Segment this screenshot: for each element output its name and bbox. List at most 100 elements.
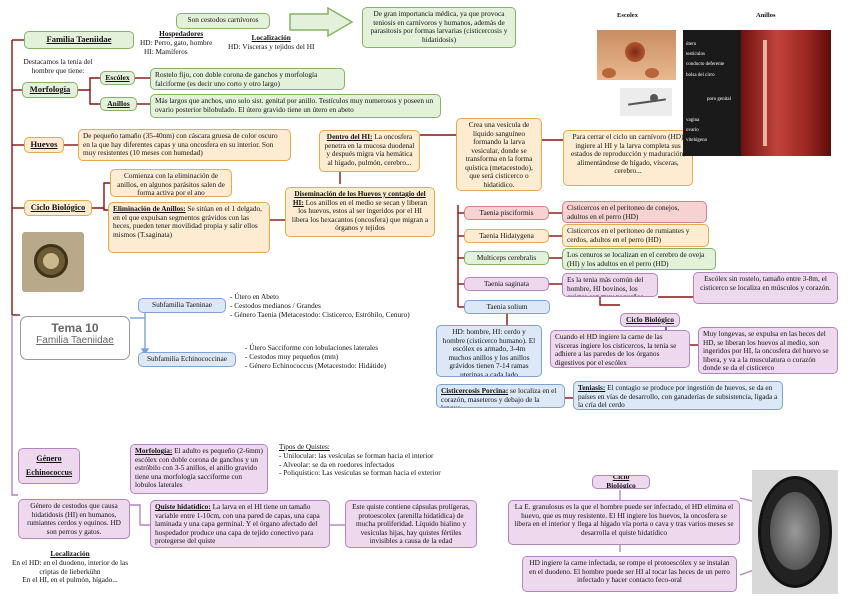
species-name-1: Taenia Hidatygena <box>464 229 549 243</box>
quiste-title: Quiste hidatídico: <box>155 502 211 511</box>
localizacion-block: Localización HD: Vísceras y tejidos del … <box>228 33 315 52</box>
echino-localizacion: Localización En el HD: en el duodeno, in… <box>6 549 134 585</box>
tema-box: Tema 10 Familia Taeniidae <box>20 316 130 360</box>
eliminacion-text: Se sitúan en el 1 delgado, en el que exp… <box>113 204 262 239</box>
solium-ciclo-label: Ciclo Biológico <box>620 313 680 327</box>
echino-loc-1: En el HD: en el duodeno, interior de las… <box>11 557 129 576</box>
echino-list: - Útero Sacciforme con lobulaciones late… <box>245 343 387 370</box>
subfam-taeninae: Subfamilia Taeninae <box>138 298 226 313</box>
species-name-3: Taenia saginata <box>464 277 549 291</box>
quiste-hidatidico: Quiste hidatídico: La larva en el HI tie… <box>150 500 330 548</box>
diseminacion-text: Los anillos en el medio se secan y liber… <box>291 197 429 233</box>
anillos-text: Más largos que anchos, uno solo sist. ge… <box>150 94 441 118</box>
anillo-part-7: vitelógeno <box>686 138 708 143</box>
scolex-head-icon <box>625 42 645 62</box>
family-title: Familia Taeniidae <box>46 34 112 45</box>
eliminacion-box: Eliminación de Anillos: Se sitúan en el … <box>108 202 270 253</box>
huevos-text: De pequeño tamaño (35-40nm) con cáscara … <box>78 129 291 161</box>
anillo-part-4: poro genital <box>707 97 732 102</box>
solium-ingiere: Cuando el HD ingiere la carne de las vís… <box>550 330 690 368</box>
ciclo-start: Comienza con la eliminación de anillos, … <box>110 169 232 197</box>
hydatid-cyst-image <box>752 470 838 594</box>
echino-item-2: - Género Echinococcus (Metacestodo: Hidá… <box>245 360 387 370</box>
genero-desc: Género de cestodos que causa hidatidosis… <box>18 499 130 539</box>
tema-family: Familia Taeniidae <box>36 335 114 346</box>
species-desc-2: Los cenuros se localizan en el cerebro d… <box>562 248 716 270</box>
echino-item-1: - Cestodos muy pequeños (mm) <box>245 351 339 361</box>
morfologia-intro: Destacamos la tenia del hombre que tiene… <box>23 57 93 75</box>
echino-loc-2: En el HI, en el pulmón, hígado... <box>22 575 118 585</box>
cerrar-ciclo-box: Para cerrar el ciclo un carnívoro (HD) i… <box>563 130 693 186</box>
strobila-icon <box>628 98 666 106</box>
hospedadores-heading: Hospedadores <box>159 29 204 38</box>
echino-ingiere: HD ingiere la carne infectada, se rompe … <box>522 556 737 592</box>
species-name-4: Taenia solium <box>464 300 550 314</box>
porcina-text: se localiza en el corazón, maseteros y d… <box>441 386 557 408</box>
hospedadores-line-2: HI: Mamíferos <box>144 46 188 56</box>
diseminacion-box: Diseminación de los Huevos y contagio de… <box>285 187 435 237</box>
solium-escolex: Escólex sin rostelo, tamaño entre 3-8m, … <box>693 272 838 304</box>
solium-hd: HD: hombre, HI: cerdo y hombre (cisticer… <box>436 325 542 377</box>
quiste-text: La larva en el HI tiene un tamaño variab… <box>155 502 320 546</box>
escolex-photo <box>597 30 676 80</box>
hooks-icon <box>650 94 658 102</box>
scolex-drawing <box>620 88 672 116</box>
hospedadores-block: Hospedadores HD: Perro, gato, hombre HI:… <box>140 29 213 56</box>
anillo-part-5: vagina <box>686 118 700 123</box>
species-desc-1: Cisticercos en el peritoneo de rumiantes… <box>562 224 709 247</box>
dentro-hi-box: Dentro del HI: La oncosfera penetra en l… <box>319 130 420 172</box>
echino-ciclo-text: La E. granulosus es la que el hombre pue… <box>508 500 740 545</box>
anillos-photo: útero testículos conducto deferente bols… <box>683 30 831 156</box>
family-title-box: Familia Taeniidae <box>24 31 134 49</box>
tipos-item-0: - Unilocular: las vesículas se forman ha… <box>279 450 434 460</box>
echino-morf-title: Morfología: <box>135 446 173 455</box>
echino-morfologia: Morfología: El adulto es pequeño (2-6mm)… <box>130 444 268 494</box>
porcina-box: Cisticercosis Porcina: se localiza en el… <box>436 384 565 408</box>
anillo-part-6: ovario <box>686 128 699 133</box>
teniasis-text: El contagio se produce por ingestión de … <box>578 383 778 410</box>
importance-box: De gran importancia médica, ya que provo… <box>362 7 516 48</box>
echino-item-0: - Útero Sacciforme con lobulaciones late… <box>245 343 379 352</box>
echino-morf-text: El adulto es pequeño (2-6mm) escólex con… <box>135 446 263 490</box>
ciclo-title: Ciclo Biológico <box>24 200 92 216</box>
taeninae-item-1: - Cestodos medianos / Grandes <box>230 300 321 310</box>
protoscolex-icon <box>770 492 820 570</box>
escolex-image-label: Escolex <box>617 12 638 19</box>
tema-number: Tema 10 <box>51 321 99 335</box>
species-name-0: Taenia pisciformis <box>464 206 549 220</box>
teniasis-box: Teniasis: El contagio se produce por ing… <box>573 381 783 410</box>
taeninae-item-0: - Útero en Abeto <box>230 292 279 301</box>
capsulas-box: Este quiste contiene cápsulas prolígeras… <box>345 500 477 548</box>
anillos-image-label: Anillos <box>756 12 776 19</box>
species-desc-0: Cisticercos en el peritoneo de conejos, … <box>562 201 707 223</box>
egg-image <box>22 232 84 292</box>
escolex-title: Escólex <box>100 71 135 85</box>
scolex-sucker-icon <box>602 68 616 78</box>
eliminacion-title: Eliminación de Anillos: <box>113 204 186 213</box>
dentro-hi-text: La oncosfera penetra en la mucosa duoden… <box>324 132 415 167</box>
escolex-text: Rostelo fijo, con doble corona de gancho… <box>150 68 345 90</box>
hospedadores-line-1: HD: Perro, gato, hombre <box>140 37 213 47</box>
oncosphere-icon <box>43 253 59 269</box>
genero-echinococcus: Género Echinococcus <box>18 448 80 484</box>
huevos-title: Huevos <box>24 137 64 153</box>
echino-ciclo-label: Ciclo Biológico <box>592 475 650 489</box>
diseminacion-title: Diseminación de los Huevos y contagio de… <box>292 189 426 207</box>
tipos-item-1: - Alveolar: se da en roedores infectados <box>279 459 395 469</box>
vesicula-box: Crea una vesícula de líquido sanguíneo f… <box>456 118 542 191</box>
anillo-part-2: conducto deferente <box>686 62 725 67</box>
localizacion-line: HD: Vísceras y tejidos del HI <box>228 41 315 51</box>
anillo-part-3: bolsa del cirro <box>686 73 715 78</box>
tipos-quistes: Tipos de Quistes: - Unilocular: las vesí… <box>279 442 441 478</box>
anillo-part-0: útero <box>686 42 697 47</box>
teniasis-title: Teniasis: <box>578 383 606 392</box>
species-desc-3: Es la tenia más común del hombre, HI bov… <box>562 273 658 297</box>
echino-loc-title: Localización <box>50 549 90 558</box>
morfologia-title: Morfología <box>22 82 78 98</box>
family-note: Son cestodos carnívoros <box>176 13 270 29</box>
species-name-2: Multiceps cerebralis <box>464 251 549 265</box>
taeninae-list: - Útero en Abeto - Cestodos medianos / G… <box>230 292 410 319</box>
tipos-item-2: - Poliquístico: Las vesículas se forman … <box>279 468 441 478</box>
subfam-echino: Subfamilia Echinococcinae <box>138 352 236 367</box>
localizacion-heading: Localización <box>251 33 291 42</box>
